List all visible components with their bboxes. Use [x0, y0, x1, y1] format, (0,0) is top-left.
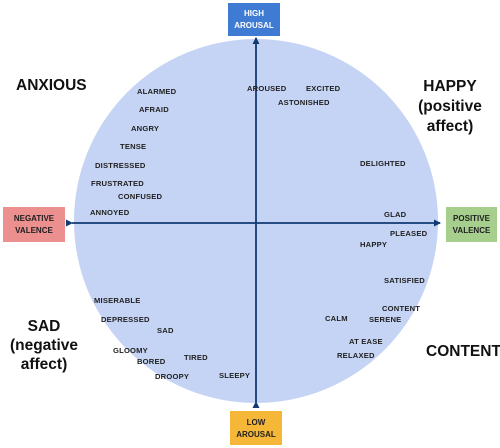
- emotion-gloomy: GLOOMY: [113, 346, 148, 355]
- emotion-distressed: DISTRESSED: [95, 161, 146, 170]
- emotion-happy: HAPPY: [360, 240, 387, 249]
- emotion-content: CONTENT: [382, 304, 420, 313]
- positive-valence-line1: POSITIVE: [453, 214, 491, 223]
- emotion-excited: EXCITED: [306, 84, 341, 93]
- emotion-relaxed: RELAXED: [337, 351, 375, 360]
- emotion-serene: SERENE: [369, 315, 401, 324]
- low-arousal-line2: AROUSAL: [236, 430, 276, 439]
- quadrant-content: CONTENT: [426, 343, 500, 360]
- high-arousal-line2: AROUSAL: [234, 21, 274, 30]
- high-arousal-line1: HIGH: [244, 9, 264, 18]
- quadrant-sad-line1: SAD: [28, 318, 61, 335]
- emotion-angry: ANGRY: [131, 124, 159, 133]
- emotion-delighted: DELIGHTED: [360, 159, 406, 168]
- negative-valence-line2: VALENCE: [15, 226, 53, 235]
- emotion-frustrated: FRUSTRATED: [91, 179, 144, 188]
- quadrant-happy-line3: affect): [427, 118, 474, 135]
- emotion-at-ease: AT EASE: [349, 337, 383, 346]
- emotion-sleepy: SLEEPY: [219, 371, 250, 380]
- positive-valence-box: POSITIVE VALENCE: [446, 207, 497, 242]
- emotion-pleased: PLEASED: [390, 229, 428, 238]
- emotion-aroused: AROUSED: [247, 84, 287, 93]
- emotion-afraid: AFRAID: [139, 105, 169, 114]
- quadrant-sad-line3: affect): [21, 356, 68, 373]
- positive-valence-line2: VALENCE: [453, 226, 491, 235]
- emotion-annoyed: ANNOYED: [90, 208, 130, 217]
- negative-valence-line1: NEGATIVE: [14, 214, 55, 223]
- emotion-miserable: MISERABLE: [94, 296, 141, 305]
- emotion-bored: BORED: [137, 357, 166, 366]
- quadrant-anxious: ANXIOUS: [16, 77, 87, 94]
- quadrant-happy-line2: (positive: [418, 98, 482, 115]
- low-arousal-line1: LOW: [247, 418, 266, 427]
- low-arousal-box: LOW AROUSAL: [230, 411, 282, 445]
- emotion-alarmed: ALARMED: [137, 87, 177, 96]
- emotion-tense: TENSE: [120, 142, 146, 151]
- emotion-satisfied: SATISFIED: [384, 276, 425, 285]
- emotion-confused: CONFUSED: [118, 192, 163, 201]
- emotion-depressed: DEPRESSED: [101, 315, 150, 324]
- emotion-sad: SAD: [157, 326, 174, 335]
- quadrant-sad-line2: (negative: [10, 337, 78, 354]
- emotion-calm: CALM: [325, 314, 348, 323]
- emotion-tired: TIRED: [184, 353, 208, 362]
- emotion-astonished: ASTONISHED: [278, 98, 330, 107]
- high-arousal-box: HIGH AROUSAL: [228, 3, 280, 36]
- emotion-glad: GLAD: [384, 210, 407, 219]
- negative-valence-box: NEGATIVE VALENCE: [3, 207, 65, 242]
- emotion-droopy: DROOPY: [155, 372, 189, 381]
- quadrant-happy-line1: HAPPY: [423, 78, 477, 95]
